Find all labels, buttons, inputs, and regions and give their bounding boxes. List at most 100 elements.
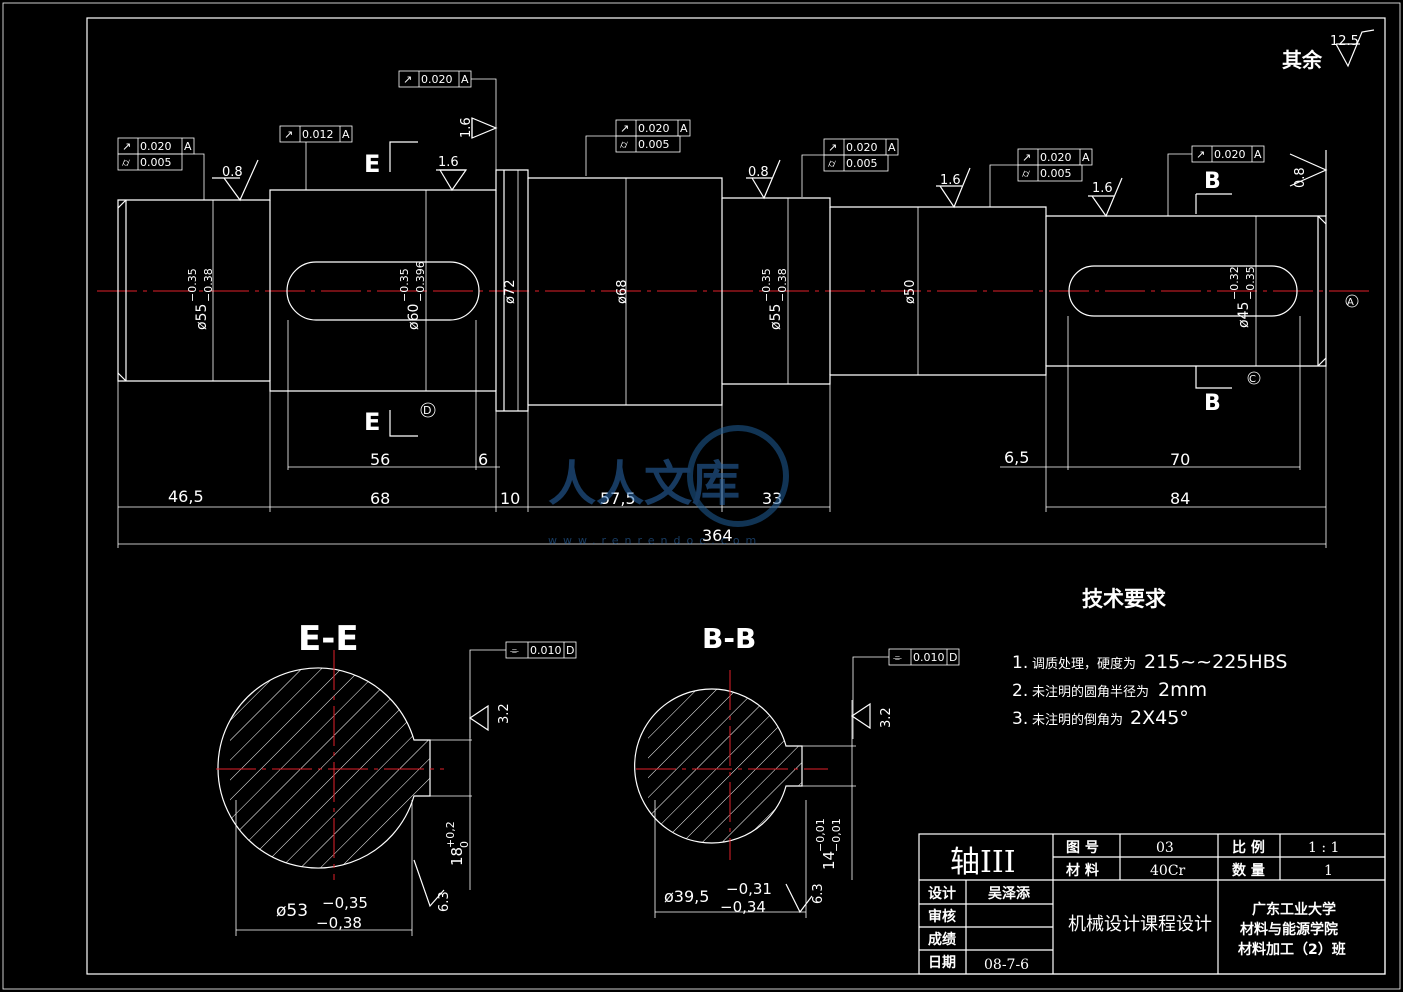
svg-text:−0,01: −0,01 xyxy=(830,818,843,852)
roughness-marks: 1.6 0.8 1.6 0.8 1.6 1.6 0.8 xyxy=(212,117,1328,218)
svg-text:1.6: 1.6 xyxy=(459,117,474,138)
svg-text:数 量: 数 量 xyxy=(1232,862,1265,879)
svg-text:−0,31: −0,31 xyxy=(726,880,772,898)
svg-text:A: A xyxy=(680,122,688,135)
svg-text:364: 364 xyxy=(702,526,733,545)
svg-text:⌭: ⌭ xyxy=(122,156,130,169)
svg-text:0.010: 0.010 xyxy=(530,644,562,657)
svg-text:12.5: 12.5 xyxy=(1330,34,1359,49)
svg-text:14: 14 xyxy=(820,851,838,870)
svg-text:D: D xyxy=(566,644,574,657)
svg-text:03: 03 xyxy=(1156,840,1174,856)
svg-text:0.020: 0.020 xyxy=(638,122,670,135)
svg-text:↗: ↗ xyxy=(1022,151,1031,164)
svg-text:08-7-6: 08-7-6 xyxy=(984,957,1029,973)
svg-text:0.005: 0.005 xyxy=(140,156,172,169)
svg-text:↗: ↗ xyxy=(284,128,293,141)
svg-text:⌭: ⌭ xyxy=(828,157,836,170)
svg-text:材料加工（2）班: 材料加工（2）班 xyxy=(1238,941,1346,958)
svg-text:⌭: ⌭ xyxy=(620,138,628,151)
svg-text:−0.35: −0.35 xyxy=(760,268,773,302)
svg-text:未注明的圆角半径为: 未注明的圆角半径为 xyxy=(1032,684,1149,700)
svg-text:2.: 2. xyxy=(1012,681,1028,701)
general-roughness-note: 其余 12.5 xyxy=(1282,29,1375,72)
svg-text:3.2: 3.2 xyxy=(497,703,512,724)
svg-text:2X45°: 2X45° xyxy=(1130,707,1189,729)
svg-text:0.020: 0.020 xyxy=(421,73,453,86)
svg-text:ø68: ø68 xyxy=(615,280,630,305)
svg-text:↗: ↗ xyxy=(828,141,837,154)
svg-text:其余: 其余 xyxy=(1282,48,1323,72)
keyway-right xyxy=(1068,265,1298,317)
svg-text:0.005: 0.005 xyxy=(638,138,670,151)
svg-text:材料与能源学院: 材料与能源学院 xyxy=(1240,921,1338,938)
diameter-labels: ø55−0.35−0.38 ø60−0.35−0.396 ø72 ø68 ø55… xyxy=(186,261,1257,330)
svg-text:0.005: 0.005 xyxy=(1040,167,1072,180)
svg-text:B-B: B-B xyxy=(702,622,756,655)
svg-text:−0,01: −0,01 xyxy=(814,818,827,852)
svg-text:6,5: 6,5 xyxy=(1004,448,1029,467)
svg-text:1.6: 1.6 xyxy=(438,155,459,170)
svg-text:A: A xyxy=(1082,151,1090,164)
svg-text:56: 56 xyxy=(370,450,390,469)
diameter-lines xyxy=(212,170,1257,411)
svg-text:6.3: 6.3 xyxy=(437,891,452,912)
svg-text:ø45: ø45 xyxy=(1236,302,1252,328)
length-dimensions: 56 6 6,5 70 46,5 68 10 57,5 33 84 364 xyxy=(117,316,1327,548)
svg-text:ø39,5: ø39,5 xyxy=(664,887,709,906)
svg-text:A: A xyxy=(461,73,469,86)
svg-text:技术要求: 技术要求 xyxy=(1082,587,1166,611)
svg-text:0.020: 0.020 xyxy=(846,141,878,154)
svg-text:0.8: 0.8 xyxy=(748,165,769,180)
svg-text:www.renrendoc.com: www.renrendoc.com xyxy=(548,534,762,547)
svg-text:0.8: 0.8 xyxy=(222,165,243,180)
section-bb: B-B 3.2 14 −0,01 −0,01 6.3 ø39,5 −0,31 −… xyxy=(634,622,894,918)
svg-text:人人文库: 人人文库 xyxy=(548,456,740,512)
svg-text:70: 70 xyxy=(1170,450,1190,469)
svg-text:−0.35: −0.35 xyxy=(398,268,411,302)
svg-text:⌭: ⌭ xyxy=(1022,167,1030,180)
svg-text:日期: 日期 xyxy=(928,955,956,971)
svg-text:−0.35: −0.35 xyxy=(186,268,199,302)
technical-requirements: 技术要求 1. 调质处理，硬度为 215~~225HBS 2. 未注明的圆角半径… xyxy=(1012,587,1287,729)
svg-text:−0.38: −0.38 xyxy=(202,268,215,302)
section-ee: E-E 3.2 18 +0,2 0 6.3 ø53 −0,35 −0,38 xyxy=(216,619,512,936)
svg-text:2mm: 2mm xyxy=(1158,679,1207,701)
svg-text:+0,2: +0,2 xyxy=(444,821,457,848)
svg-text:ø55: ø55 xyxy=(194,304,210,330)
svg-text:46,5: 46,5 xyxy=(168,487,204,506)
svg-text:C: C xyxy=(1249,374,1256,385)
svg-text:未注明的倒角为: 未注明的倒角为 xyxy=(1032,712,1123,728)
svg-text:0.020: 0.020 xyxy=(1214,148,1246,161)
svg-text:调质处理，硬度为: 调质处理，硬度为 xyxy=(1032,656,1136,672)
svg-text:设计: 设计 xyxy=(928,885,956,902)
svg-text:0.8: 0.8 xyxy=(1293,167,1308,188)
svg-text:A: A xyxy=(888,141,896,154)
svg-text:6: 6 xyxy=(478,450,488,469)
svg-text:18: 18 xyxy=(448,847,466,866)
svg-text:3.2: 3.2 xyxy=(879,707,894,728)
svg-text:E-E: E-E xyxy=(298,619,359,659)
svg-text:↗: ↗ xyxy=(403,73,412,86)
svg-text:A: A xyxy=(184,140,192,153)
svg-text:↗: ↗ xyxy=(620,122,629,135)
svg-text:−0.396: −0.396 xyxy=(414,261,427,302)
svg-text:ø72: ø72 xyxy=(503,280,518,305)
watermark: 人人文库 www.renrendoc.com xyxy=(548,425,789,547)
svg-text:审核: 审核 xyxy=(928,908,956,925)
svg-text:A: A xyxy=(1254,148,1262,161)
svg-text:1.6: 1.6 xyxy=(1092,181,1113,196)
tolerance-frames: ↗ 0.020 A ⌭ 0.005 ↗ 0.012 A ↗ 0.020 A ↗ xyxy=(117,70,1265,739)
svg-text:A: A xyxy=(342,128,350,141)
svg-text:0.020: 0.020 xyxy=(140,140,172,153)
svg-text:68: 68 xyxy=(370,489,390,508)
svg-text:成绩: 成绩 xyxy=(928,931,956,948)
svg-text:3.: 3. xyxy=(1012,709,1028,729)
svg-text:轴III: 轴III xyxy=(950,845,1016,880)
svg-text:机械设计课程设计: 机械设计课程设计 xyxy=(1068,914,1212,935)
svg-text:215~~225HBS: 215~~225HBS xyxy=(1144,651,1287,673)
svg-text:6.3: 6.3 xyxy=(811,883,826,904)
svg-text:−0,35: −0,35 xyxy=(322,894,368,912)
